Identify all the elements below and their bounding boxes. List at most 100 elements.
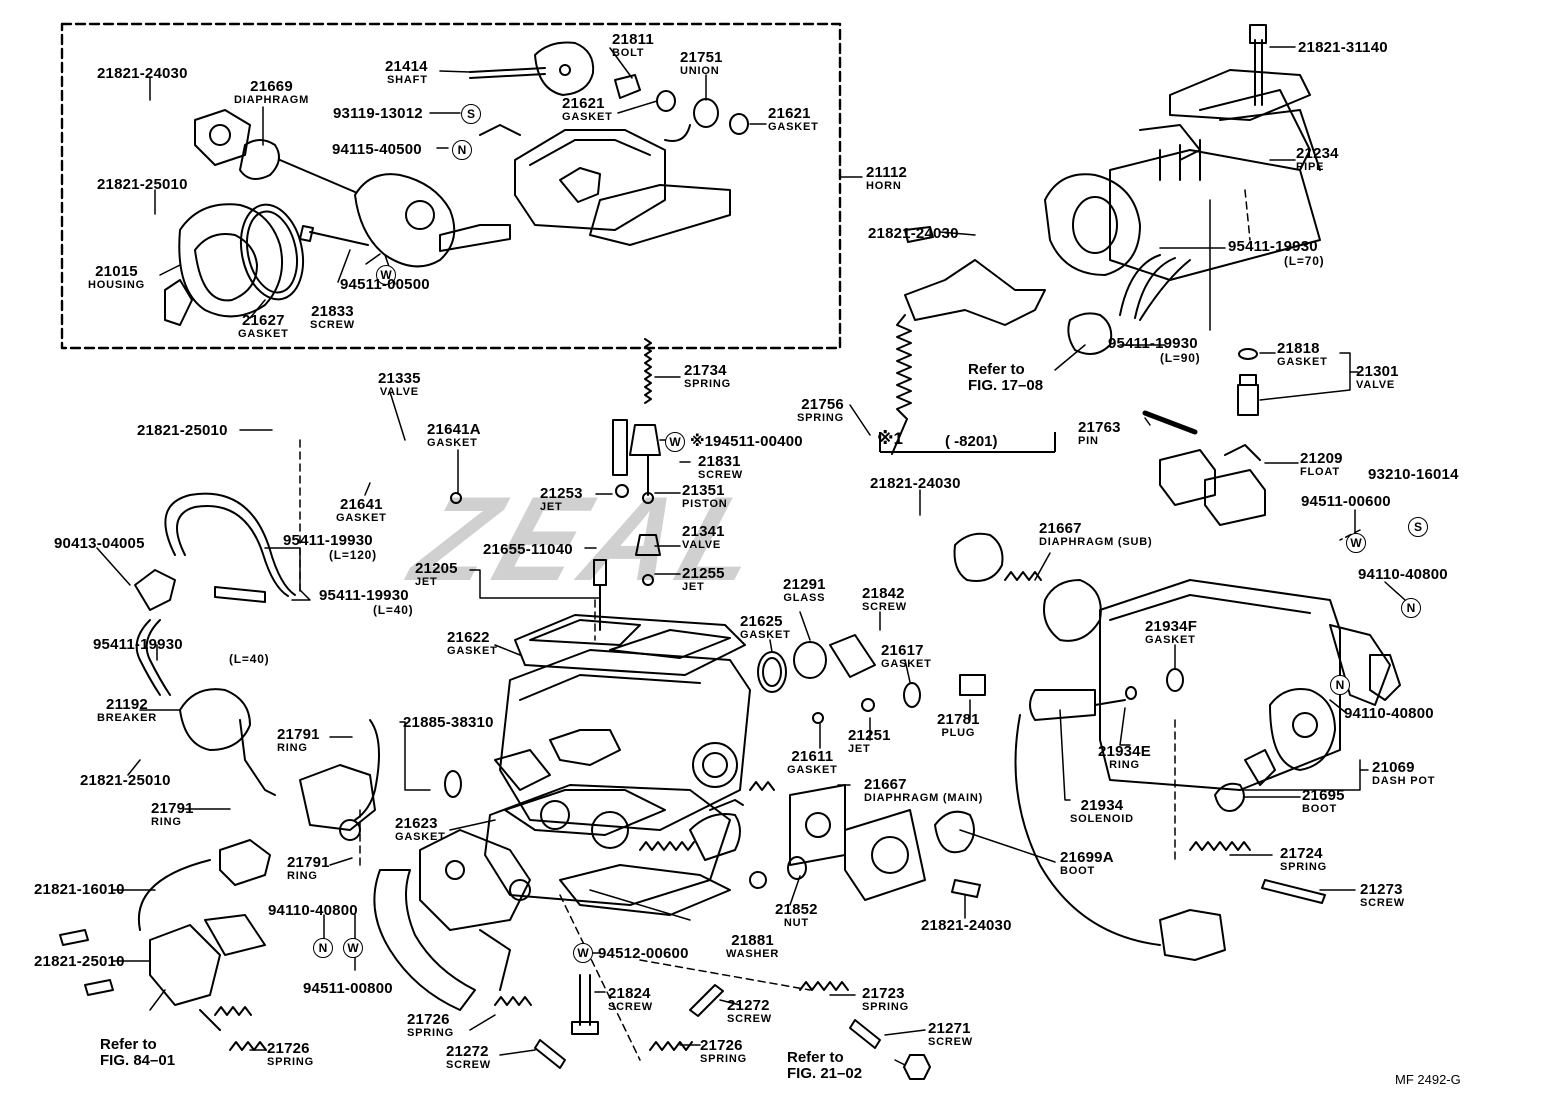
solenoid-dashpot-drawing xyxy=(1014,579,1401,961)
part-label: 95411-19930(L=90) xyxy=(1108,335,1201,365)
note-mark-94511: ※1 xyxy=(690,433,713,450)
part-label: 94115-40500 xyxy=(332,141,422,158)
note-bracket xyxy=(879,432,1056,453)
part-label: 21821-24030 xyxy=(97,65,188,82)
jet-piston-drawing xyxy=(450,338,661,631)
leader-lines xyxy=(96,46,1406,1066)
note-mark: ※1 xyxy=(877,429,903,448)
symbol-s-93119: S xyxy=(461,104,481,124)
part-label: 21821-25010 xyxy=(97,176,188,193)
symbol-s-93210: S xyxy=(1408,517,1428,537)
part-label: 21821-24030 xyxy=(921,917,1012,934)
ref-fig-84-01: Refer to FIG. 84–01 xyxy=(100,1036,176,1069)
part-label: 95411-19930(L=120) xyxy=(283,532,377,562)
part-label: 21821-24030 xyxy=(870,475,961,492)
part-label: 94110-40800 xyxy=(1344,705,1434,722)
ref-fig-21-02: Refer to FIG. 21–02 xyxy=(787,1049,863,1082)
part-label: 94511-00800 xyxy=(303,980,393,997)
part-label: 21885-38310 xyxy=(403,714,494,731)
part-label: 94511-00600 xyxy=(1301,493,1391,510)
part-label: 95411-19930(L=40) xyxy=(319,587,414,617)
symbol-w-94511-00500: W xyxy=(376,265,396,285)
part-label: 94110-40800 xyxy=(1358,566,1448,583)
part-label: 21821-24030 xyxy=(868,225,959,242)
part-label: 21821-25010 xyxy=(34,953,125,970)
part-label: 94511-00500 xyxy=(340,276,430,293)
ref-fig-17-08: Refer to FIG. 17–08 xyxy=(968,361,1044,394)
part-label: 94512-00600 xyxy=(598,945,689,962)
part-label: 21821-16010 xyxy=(34,881,125,898)
bottom-fastener-drawing xyxy=(229,974,931,1080)
symbol-n-94115: N xyxy=(452,140,472,160)
symbol-w-94512: W xyxy=(573,943,593,963)
hose-breaker-drawing xyxy=(59,492,380,1031)
note-range: ( -8201) xyxy=(945,433,998,450)
carburetor-body-drawing xyxy=(373,614,751,1011)
part-label: 94511-00400 xyxy=(713,433,803,450)
part-label: 93210-16014 xyxy=(1368,466,1459,483)
symbol-w-94511-00400: W xyxy=(665,432,685,452)
part-label: 93119-13012 xyxy=(333,105,423,122)
horn-group-border xyxy=(60,22,842,350)
float-and-valve-drawing xyxy=(1142,348,1266,526)
part-label: 94110-40800 xyxy=(268,902,358,919)
part-label: 95411-19930(L=40) xyxy=(93,636,270,666)
symbol-w-94511-00600: W xyxy=(1346,533,1366,553)
symbol-w-94511-00800: W xyxy=(343,938,363,958)
part-label: 95411-19930(L=70) xyxy=(1228,238,1325,268)
pipe-assembly-drawing xyxy=(891,24,1321,455)
symbol-n-94110-b: N xyxy=(1330,675,1350,695)
